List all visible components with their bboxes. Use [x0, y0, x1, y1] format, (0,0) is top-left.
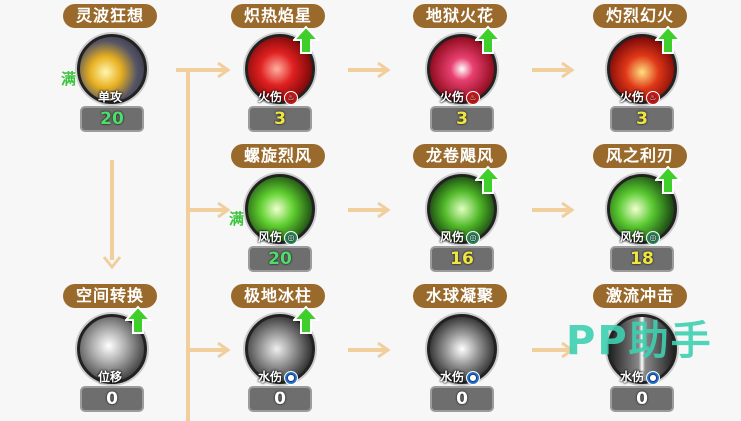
arrow-right-icon	[188, 62, 231, 78]
skill-node[interactable]: 风之利刃 风伤◎ 18	[585, 140, 695, 280]
skill-name: 极地冰柱	[231, 284, 325, 308]
skill-level: 20	[248, 246, 312, 272]
wind-element-icon: ◎	[646, 230, 660, 245]
skill-icon[interactable]	[245, 34, 315, 104]
skill-name: 龙卷飓风	[413, 144, 507, 168]
skill-level: 16	[430, 246, 494, 272]
damage-type: 水伤	[619, 370, 644, 384]
skill-node[interactable]: 地狱火花 火伤♨ 3	[405, 0, 515, 140]
skill-name: 螺旋烈风	[231, 144, 325, 168]
skill-level: 20	[80, 106, 144, 132]
fire-element-icon: ♨	[466, 90, 480, 105]
arrow-down-icon	[102, 256, 122, 270]
damage-type: 火伤	[257, 90, 282, 104]
skill-level: 3	[248, 106, 312, 132]
damage-type: 风伤	[439, 230, 464, 244]
upgrade-arrow-icon	[293, 26, 319, 54]
skill-node[interactable]: 空间转换 位移 0	[55, 280, 165, 420]
skill-node[interactable]: 螺旋烈风 满风伤◎ 20	[223, 140, 333, 280]
upgrade-arrow-icon	[125, 306, 151, 334]
connector-vertical-col1	[110, 160, 114, 260]
skill-node[interactable]: 水球凝聚 水伤● 0	[405, 280, 515, 420]
upgrade-arrow-icon	[655, 166, 681, 194]
skill-icon[interactable]	[245, 314, 315, 384]
skill-name: 地狱火花	[413, 4, 507, 28]
arrow-right-icon	[348, 62, 391, 78]
upgrade-arrow-icon	[293, 306, 319, 334]
connector-top	[176, 68, 190, 72]
arrow-right-icon	[348, 202, 391, 218]
skill-name: 水球凝聚	[413, 284, 507, 308]
arrow-right-icon	[532, 62, 575, 78]
damage-type: 单攻	[97, 90, 122, 104]
upgrade-arrow-icon	[655, 26, 681, 54]
skill-level: 0	[248, 386, 312, 412]
skill-node[interactable]: 极地冰柱 水伤● 0	[223, 280, 333, 420]
skill-node[interactable]: 灼烈幻火 火伤♨ 3	[585, 0, 695, 140]
skill-name: 灼烈幻火	[593, 4, 687, 28]
skill-level: 0	[610, 386, 674, 412]
damage-type: 水伤	[257, 370, 282, 384]
fire-element-icon: ♨	[646, 90, 660, 105]
wind-element-icon: ◎	[466, 230, 480, 245]
upgrade-arrow-icon	[475, 166, 501, 194]
skill-level: 0	[80, 386, 144, 412]
skill-node[interactable]: 龙卷飓风 风伤◎ 16	[405, 140, 515, 280]
skill-node[interactable]: 激流冲击 水伤● 0	[585, 280, 695, 420]
upgrade-arrow-icon	[475, 26, 501, 54]
skill-name: 激流冲击	[593, 284, 687, 308]
damage-type: 火伤	[619, 90, 644, 104]
water-element-icon: ●	[284, 370, 298, 385]
max-level-badge: 满	[61, 70, 77, 88]
skill-node[interactable]: 炽热焰星 火伤♨ 3	[223, 0, 333, 140]
skill-name: 空间转换	[63, 284, 157, 308]
skill-name: 炽热焰星	[231, 4, 325, 28]
skill-level: 3	[430, 106, 494, 132]
max-level-badge: 满	[229, 210, 245, 228]
skill-level: 3	[610, 106, 674, 132]
skill-icon[interactable]	[607, 314, 677, 384]
water-element-icon: ●	[466, 370, 480, 385]
skill-level: 0	[430, 386, 494, 412]
skill-name: 风之利刃	[593, 144, 687, 168]
damage-type: 火伤	[439, 90, 464, 104]
skill-icon[interactable]	[245, 174, 315, 244]
skill-node[interactable]: 灵波狂想 满单攻 20	[55, 0, 165, 140]
skill-name: 灵波狂想	[63, 4, 157, 28]
connector-vertical-main	[186, 68, 190, 421]
fire-element-icon: ♨	[284, 90, 298, 105]
arrow-right-icon	[188, 342, 231, 358]
skill-level: 18	[610, 246, 674, 272]
wind-element-icon: ◎	[284, 230, 298, 245]
damage-type: 位移	[97, 370, 122, 384]
water-element-icon: ●	[646, 370, 660, 385]
skill-icon[interactable]	[77, 34, 147, 104]
arrow-right-icon	[348, 342, 391, 358]
arrow-right-icon	[532, 202, 575, 218]
damage-type: 水伤	[439, 370, 464, 384]
skill-icon[interactable]	[427, 314, 497, 384]
arrow-right-icon	[532, 342, 575, 358]
damage-type: 风伤	[619, 230, 644, 244]
skill-icon[interactable]	[607, 174, 677, 244]
arrow-right-icon	[188, 202, 231, 218]
watermark: PP助手	[566, 318, 713, 364]
damage-type: 风伤	[257, 230, 282, 244]
